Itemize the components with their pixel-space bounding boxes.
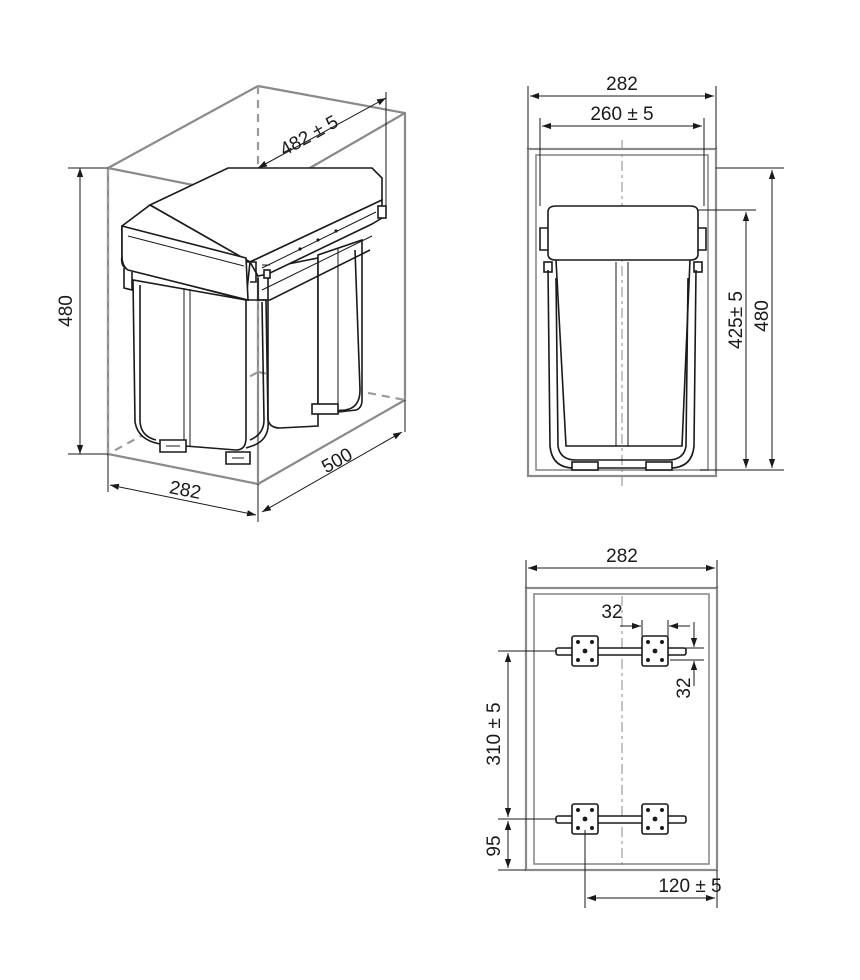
front-view: 282 260 ± 5 425± 5 480 (526, 74, 784, 486)
front-dimensions: 282 260 ± 5 425± 5 480 (527, 74, 784, 471)
front-dim-height: 480 (752, 300, 773, 332)
front-bin (539, 205, 707, 471)
upper-rail-brackets (555, 635, 687, 667)
bottom-dim-width: 282 (606, 546, 638, 567)
front-dim-inner-width: 260 ± 5 (590, 104, 653, 125)
iso-dim-depth: 500 (318, 444, 356, 478)
iso-dim-depth-slide: 482 ± 5 (277, 112, 343, 161)
bottom-view: 282 32 32 310 ± 5 95 120 ± 5 (484, 546, 722, 908)
bottom-dim-bracket-spacing-h: 32 (601, 602, 622, 623)
bottom-dim-bracket-spacing-v: 32 (674, 677, 695, 698)
bottom-dim-side-offset: 120 ± 5 (658, 876, 721, 897)
bottom-dimensions: 282 32 32 310 ± 5 95 120 ± 5 (484, 546, 722, 908)
front-dim-outer-width: 282 (606, 74, 638, 95)
iso-dim-height: 480 (56, 295, 77, 327)
iso-bin-assembly (120, 167, 387, 465)
iso-dim-width: 282 (167, 477, 202, 504)
bottom-cabinet-outline (524, 586, 719, 872)
lower-rail-brackets (555, 803, 687, 835)
bottom-dim-front-offset: 95 (484, 835, 505, 856)
iso-view: 482 ± 5 480 282 500 (56, 84, 407, 522)
bottom-dim-rail-spacing: 310 ± 5 (484, 702, 505, 765)
front-dim-bin-height: 425± 5 (726, 291, 747, 349)
